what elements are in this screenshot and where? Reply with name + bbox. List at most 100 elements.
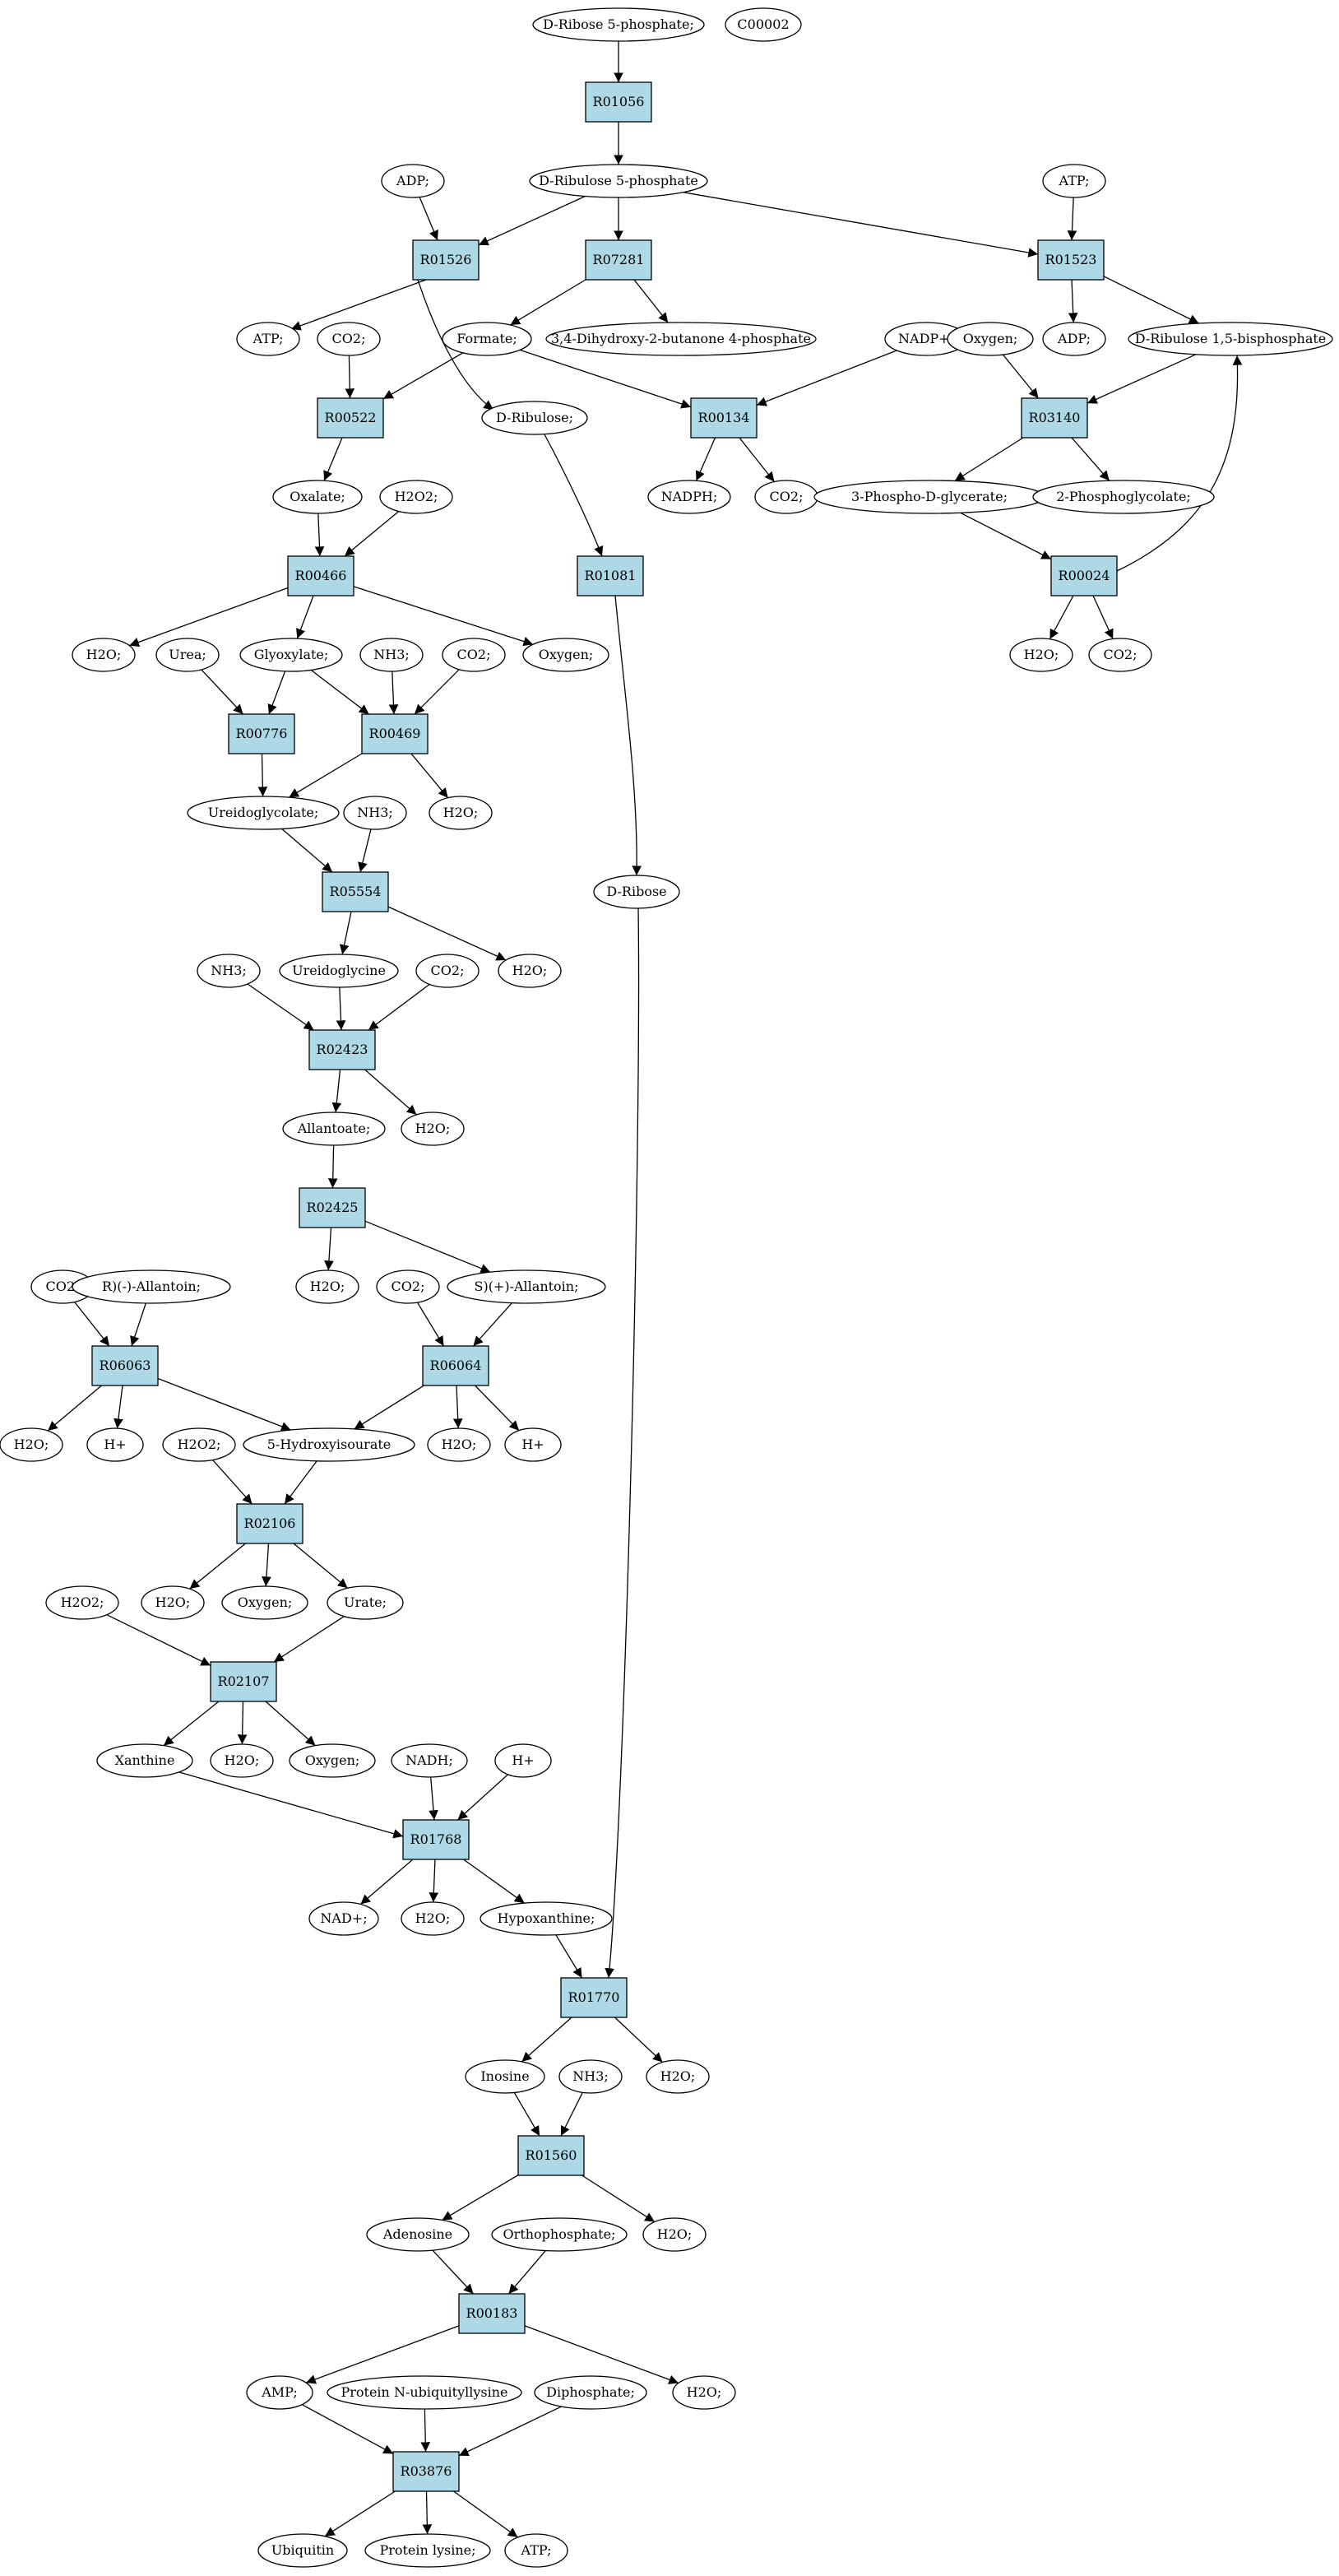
metabolite-node-m_hypoxanthine[interactable]: Hypoxanthine; — [480, 1901, 613, 1936]
reaction-node-r03876[interactable]: R03876 — [392, 2451, 460, 2492]
reaction-node-r00024[interactable]: R00024 — [1050, 555, 1118, 596]
reaction-node-r01081[interactable]: R01081 — [577, 555, 644, 596]
metabolite-node-m_h2o2_2[interactable]: H2O2; — [162, 1427, 236, 1462]
metabolite-node-m_h2o_14[interactable]: H2O; — [672, 2375, 736, 2410]
metabolite-node-m_adp2[interactable]: ADP; — [1042, 322, 1106, 356]
metabolite-ellipse — [442, 322, 532, 356]
metabolite-node-m_atp2[interactable]: ATP; — [236, 322, 300, 356]
reaction-node-r05554[interactable]: R05554 — [322, 871, 389, 912]
metabolite-node-m_h2o_11[interactable]: H2O; — [401, 1901, 465, 1936]
metabolite-node-m_ureidoglycine[interactable]: Ureidoglycine — [279, 954, 399, 988]
metabolite-node-m_c00002[interactable]: C00002 — [725, 7, 802, 42]
metabolite-node-m_h2o2_1[interactable]: H2O2; — [379, 480, 453, 514]
reaction-node-r02106[interactable]: R02106 — [236, 1503, 303, 1544]
metabolite-node-m_adenosine[interactable]: Adenosine — [366, 2217, 470, 2252]
reaction-node-r01768[interactable]: R01768 — [402, 1819, 470, 1860]
metabolite-node-m_protein_lys[interactable]: Protein lysine; — [364, 2533, 491, 2568]
metabolite-node-m_hplus2[interactable]: H+ — [504, 1427, 562, 1462]
metabolite-node-m_nh3_4[interactable]: NH3; — [558, 2059, 623, 2094]
metabolite-node-m_co2_4[interactable]: CO2; — [1088, 638, 1152, 672]
metabolite-node-m_h2o_6[interactable]: H2O; — [295, 1269, 359, 1304]
metabolite-node-m_inosine[interactable]: Inosine — [465, 2059, 545, 2094]
metabolite-node-m_nh3_1[interactable]: NH3; — [359, 638, 424, 672]
metabolite-node-m_nad[interactable]: NAD+; — [308, 1901, 379, 1936]
metabolite-node-m_nadp[interactable]: NADP+; — [884, 322, 968, 356]
metabolite-node-m_nh3_2[interactable]: NH3; — [343, 796, 407, 830]
metabolite-node-m_co2_7[interactable]: CO2; — [376, 1269, 440, 1304]
metabolite-node-m_h2o_9[interactable]: H2O; — [141, 1585, 205, 1620]
metabolite-node-m_h2o_1[interactable]: H2O; — [72, 638, 136, 672]
metabolite-node-m_co2_6[interactable]: CO2; — [30, 1269, 95, 1304]
metabolite-node-m_ribu5p[interactable]: D-Ribulose 5-phosphate — [529, 164, 708, 198]
metabolite-node-m_glyoxylate[interactable]: Glyoxylate; — [239, 638, 343, 672]
metabolite-node-m_hplus1[interactable]: H+ — [86, 1427, 144, 1462]
reaction-node-r00522[interactable]: R00522 — [317, 397, 384, 439]
reaction-node-r01770[interactable]: R01770 — [560, 1977, 628, 2018]
reaction-node-r07281[interactable]: R07281 — [585, 239, 652, 281]
metabolite-node-m_oxalate[interactable]: Oxalate; — [272, 480, 363, 514]
metabolite-node-m_s_allantoin[interactable]: S)(+)-Allantoin; — [447, 1269, 606, 1304]
metabolite-node-m_xanthine[interactable]: Xanthine — [96, 1743, 193, 1778]
metabolite-node-m_orthophosphate[interactable]: Orthophosphate; — [491, 2217, 628, 2252]
reaction-node-r00466[interactable]: R00466 — [287, 555, 354, 596]
reaction-node-r06064[interactable]: R06064 — [422, 1345, 489, 1386]
metabolite-node-m_2pglyc[interactable]: 2-Phosphoglycolate; — [1032, 480, 1215, 514]
reaction-node-r02425[interactable]: R02425 — [299, 1187, 366, 1228]
metabolite-node-m_h2o2_3[interactable]: H2O2; — [45, 1585, 119, 1620]
metabolite-node-m_rib5p_start[interactable]: D-Ribose 5-phosphate; — [532, 7, 705, 42]
node-label: R00183 — [466, 2305, 518, 2321]
metabolite-node-m_nadph1[interactable]: NADPH; — [647, 480, 731, 514]
metabolite-node-m_oxygen3[interactable]: Oxygen; — [221, 1585, 308, 1620]
metabolite-node-m_formate[interactable]: Formate; — [442, 322, 532, 356]
metabolite-node-m_oxygen1[interactable]: Oxygen; — [947, 322, 1034, 356]
metabolite-node-m_h2o_2[interactable]: H2O; — [1009, 638, 1073, 672]
metabolite-node-m_co2_1[interactable]: CO2; — [317, 322, 381, 356]
metabolite-node-m_adp1[interactable]: ADP; — [381, 164, 445, 198]
reaction-node-r00776[interactable]: R00776 — [228, 713, 295, 754]
metabolite-node-m_urea[interactable]: Urea; — [155, 638, 220, 672]
metabolite-node-m_h2o_4[interactable]: H2O; — [498, 954, 562, 988]
metabolite-node-m_co2_2[interactable]: CO2; — [754, 480, 818, 514]
metabolite-node-m_allantoate[interactable]: Allantoate; — [282, 1112, 386, 1146]
reaction-node-r06063[interactable]: R06063 — [91, 1345, 159, 1386]
reaction-node-r01560[interactable]: R01560 — [517, 2135, 585, 2176]
metabolite-node-m_co2_5[interactable]: CO2; — [415, 954, 480, 988]
reaction-node-r01523[interactable]: R01523 — [1037, 239, 1105, 281]
metabolite-node-m_dhb4p[interactable]: 3,4-Dihydroxy-2-butanone 4-phosphate — [545, 322, 817, 356]
metabolite-node-m_h2o_10[interactable]: H2O; — [210, 1743, 274, 1778]
metabolite-node-m_dribose[interactable]: D-Ribose — [593, 875, 680, 909]
metabolite-node-m_r_allantoin[interactable]: R)(-)-Allantoin; — [72, 1269, 231, 1304]
metabolite-node-m_ribulose[interactable]: D-Ribulose; — [481, 401, 588, 435]
metabolite-node-m_ubiquitin[interactable]: Ubiquitin — [257, 2533, 348, 2568]
metabolite-node-m_oxygen2[interactable]: Oxygen; — [522, 638, 609, 672]
reaction-node-r00469[interactable]: R00469 — [361, 713, 429, 754]
reaction-node-r02423[interactable]: R02423 — [308, 1029, 376, 1070]
metabolite-node-m_h2o_3[interactable]: H2O; — [429, 796, 493, 830]
metabolite-node-m_co2_3[interactable]: CO2; — [442, 638, 506, 672]
metabolite-node-m_3pg[interactable]: 3-Phospho-D-glycerate; — [813, 480, 1045, 514]
reaction-node-r00183[interactable]: R00183 — [458, 2293, 526, 2334]
metabolite-node-m_urate[interactable]: Urate; — [327, 1585, 404, 1620]
metabolite-node-m_h2o_8[interactable]: H2O; — [427, 1427, 491, 1462]
metabolite-node-m_atp3[interactable]: ATP; — [504, 2533, 568, 2568]
metabolite-node-m_oxygen4[interactable]: Oxygen; — [289, 1743, 376, 1778]
metabolite-node-m_amp[interactable]: AMP; — [246, 2375, 313, 2410]
metabolite-node-m_rubp[interactable]: D-Ribulose 1,5-bisphosphate — [1128, 322, 1333, 356]
reaction-node-r01526[interactable]: R01526 — [412, 239, 480, 281]
reaction-node-r02107[interactable]: R02107 — [210, 1661, 277, 1702]
metabolite-node-m_ureidoglycolate[interactable]: Ureidoglycolate; — [187, 796, 340, 830]
reaction-node-r03140[interactable]: R03140 — [1021, 397, 1088, 439]
metabolite-node-m_h2o_5[interactable]: H2O; — [401, 1112, 465, 1146]
reaction-node-r01056[interactable]: R01056 — [585, 81, 652, 123]
metabolite-node-m_atp1[interactable]: ATP; — [1042, 164, 1106, 198]
metabolite-node-m_diphosphate[interactable]: Diphosphate; — [534, 2375, 647, 2410]
metabolite-node-m_5hiu[interactable]: 5-Hydroxyisourate — [243, 1427, 415, 1462]
metabolite-node-m_protein_ub[interactable]: Protein N-ubiquityllysine — [327, 2375, 522, 2410]
metabolite-node-m_hplus3[interactable]: H+ — [494, 1743, 552, 1778]
metabolite-node-m_nh3_3[interactable]: NH3; — [197, 954, 261, 988]
metabolite-node-m_nadh[interactable]: NADH; — [391, 1743, 468, 1778]
reaction-node-r00134[interactable]: R00134 — [690, 397, 758, 439]
metabolite-node-m_h2o_12[interactable]: H2O; — [646, 2059, 710, 2094]
metabolite-node-m_h2o_7[interactable]: H2O; — [0, 1427, 63, 1462]
metabolite-node-m_h2o_13[interactable]: H2O; — [642, 2217, 707, 2252]
